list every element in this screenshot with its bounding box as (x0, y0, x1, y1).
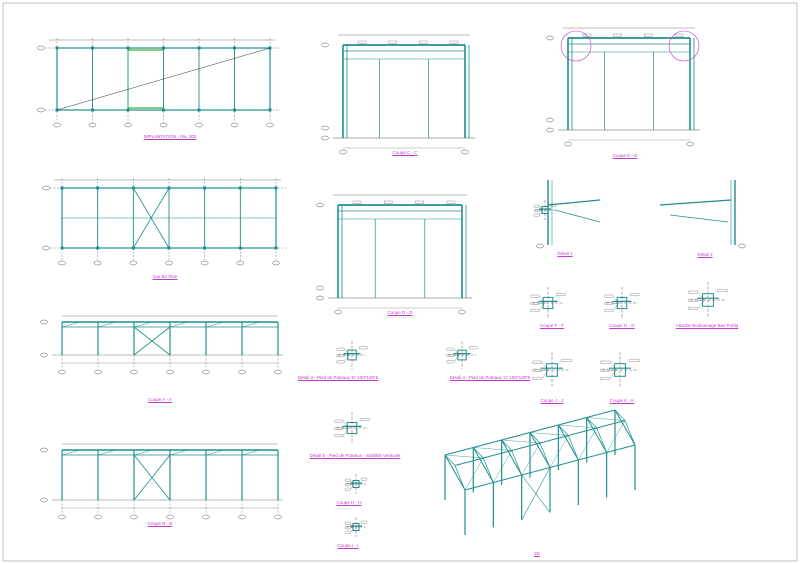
grid-bubble (94, 369, 102, 375)
view-detail-3[interactable] (336, 341, 368, 369)
grid-bubble (230, 122, 239, 128)
title-coupe-d[interactable]: Coupe D - D (387, 310, 413, 315)
view-coupe-h[interactable] (344, 474, 368, 494)
title-vue-3d[interactable]: 3D (534, 551, 540, 556)
grid-bubble (564, 141, 572, 147)
view-coupe-e[interactable] (546, 27, 701, 147)
view-coupe-d[interactable] (316, 194, 473, 315)
grid-bubble (129, 260, 138, 266)
view-detail-2[interactable] (659, 180, 746, 249)
grid-bubble (316, 202, 324, 208)
grid-bubble (686, 141, 694, 147)
grid-bubble (53, 122, 61, 128)
grid-bubble (195, 122, 203, 128)
title-detail-3[interactable]: Détail 3 - Pied de Poteaux 'E' 100*100*5 (297, 375, 379, 380)
grid-bubble (274, 369, 282, 375)
grid-bubble (738, 243, 746, 249)
grid-bubble (200, 260, 209, 266)
title-vue-en-plan[interactable]: Vue En Plan (152, 274, 178, 279)
title-coupe-k[interactable]: Coupe K - K (609, 398, 635, 403)
title-implantation[interactable]: IMPLANTATION - Niv. 000 (143, 134, 197, 139)
grid-bubble (130, 514, 138, 520)
grid-bubble (130, 369, 138, 375)
grid-bubble (546, 127, 554, 133)
grid-bubble (165, 260, 173, 266)
grid-bubble (238, 514, 246, 520)
grid-bubble (94, 514, 102, 520)
title-coupe-f[interactable]: Coupe F - F (539, 323, 565, 328)
grid-bubble (93, 260, 102, 266)
title-coupe-b[interactable]: Coupe B - B (147, 521, 173, 526)
view-implantation[interactable] (37, 38, 281, 128)
grid-bubble (40, 352, 48, 358)
grid-bubble (316, 295, 324, 301)
title-detail-1[interactable]: Détail 1 (557, 251, 573, 256)
grid-bubble (40, 447, 48, 453)
grid-bubble (166, 514, 174, 520)
grid-bubble (202, 369, 210, 375)
view-coupe-f[interactable] (530, 287, 566, 319)
grid-bubble (166, 369, 174, 375)
grid-bubble (266, 122, 274, 128)
grid-bubble (42, 245, 50, 251)
grid-bubble (42, 185, 50, 191)
grid-bubble (159, 122, 168, 128)
view-coupe-g[interactable] (604, 287, 640, 319)
grid-bubble (321, 125, 329, 131)
grid-bubble (236, 260, 245, 266)
grid-bubble (37, 107, 45, 113)
grid-bubble (40, 319, 48, 325)
title-coupe-i[interactable]: Coupe I - I (337, 543, 359, 548)
view-detail-5[interactable] (334, 412, 370, 444)
title-coupe-a[interactable]: Coupe A - A (148, 397, 172, 402)
view-coupe-a[interactable] (40, 315, 284, 375)
view-coupe-j[interactable] (532, 352, 572, 388)
grid-bubble (88, 122, 97, 128)
view-coupe-k[interactable] (600, 352, 640, 388)
title-coupe-c[interactable]: Coupe C - C (392, 150, 418, 155)
title-coupe-h[interactable]: Coupe H - H (336, 500, 362, 505)
grid-bubble (274, 514, 282, 520)
grid-bubble (124, 122, 132, 128)
title-detail-5[interactable]: Détail 5 - Pied de Poteaux - Stabilité V… (309, 453, 401, 458)
title-detail-4[interactable]: Détail 4 - Pied de Poteaux 'C' 100*100*5 (449, 375, 531, 380)
grid-bubble (334, 309, 342, 315)
title-coupe-g[interactable]: Coupe G - G (609, 323, 635, 328)
view-coupe-b[interactable] (40, 443, 284, 520)
title-attache[interactable]: Attache Boulonnage Bas Portiq (675, 323, 739, 328)
title-coupe-e[interactable]: Coupe E - E (612, 153, 638, 158)
view-coupe-i[interactable] (344, 517, 368, 537)
grid-bubble (58, 514, 66, 520)
grid-bubble (37, 45, 45, 51)
grid-bubble (58, 260, 66, 266)
title-detail-2[interactable]: Détail 2 (697, 252, 713, 257)
grid-bubble (321, 42, 329, 48)
grid-bubble (458, 309, 466, 315)
grid-bubble (58, 369, 66, 375)
grid-bubble (546, 117, 554, 123)
detail-1-annot[interactable] (533, 200, 557, 220)
view-attache[interactable] (688, 282, 728, 318)
grid-bubble (40, 497, 48, 503)
grid-bubble (546, 35, 554, 41)
grid-bubble (272, 260, 280, 266)
grid-bubble (339, 149, 347, 155)
grid-bubble (202, 514, 210, 520)
view-vue-en-plan[interactable] (42, 178, 287, 266)
view-3d[interactable] (444, 409, 636, 535)
grid-bubble (461, 149, 469, 155)
title-coupe-j[interactable]: Coupe J - J (540, 398, 564, 403)
view-coupe-c[interactable] (321, 34, 476, 155)
grid-bubble (536, 243, 544, 249)
view-detail-4[interactable] (446, 341, 478, 369)
grid-bubble (316, 285, 324, 291)
grid-bubble (238, 369, 246, 375)
grid-bubble (321, 135, 329, 141)
